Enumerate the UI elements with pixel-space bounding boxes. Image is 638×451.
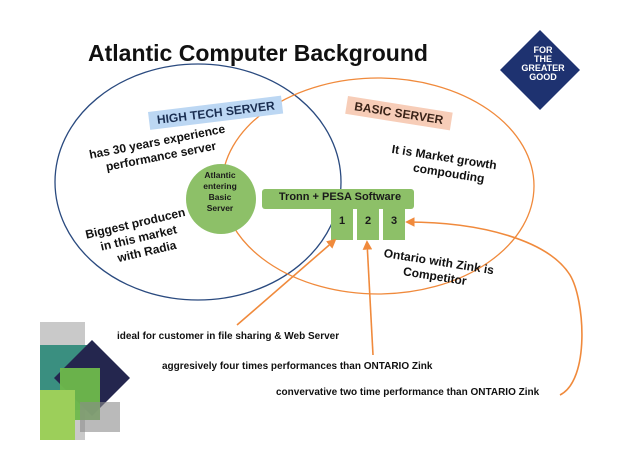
note-1: ideal for customer in file sharing & Web… [117,331,340,342]
arrow-to-box-3 [405,217,583,396]
arrow-to-box-1 [236,238,337,326]
note-2: aggresively four times performances than… [162,361,433,372]
logo-line-3: GOOD [529,72,557,82]
circle-line-2: entering [203,181,237,191]
arrow-to-box-2 [362,240,374,356]
circle-line-3: Basic [208,192,232,202]
software-bar-label: Tronn + PESA Software [278,191,402,203]
box-1 [331,208,353,240]
logo-line-1: FOR [533,45,553,55]
box-3-label: 3 [390,215,398,227]
atlantic-circle-label: Atlantic entering Basic Server [190,170,250,214]
atlantic-circle [186,164,256,234]
note-3: convervative two time performance than O… [276,387,540,398]
box-2 [357,208,379,240]
logo-line-2: THE GREATER [521,54,565,73]
circle-line-1: Atlantic [204,170,236,180]
deco-lightgreen-square [40,390,75,440]
deco-gray-small-square [80,402,120,432]
logo-badge [500,30,580,110]
decorative-squares [40,322,130,440]
logo-text: FOR THE GREATER GOOD [515,46,571,82]
box-3 [383,208,405,240]
software-bar [262,189,414,209]
circle-line-4: Server [206,203,234,213]
box-1-label: 1 [338,215,346,227]
box-2-label: 2 [364,215,372,227]
slide-title: Atlantic Computer Background [88,40,428,66]
high-tech-ellipse [54,63,342,301]
